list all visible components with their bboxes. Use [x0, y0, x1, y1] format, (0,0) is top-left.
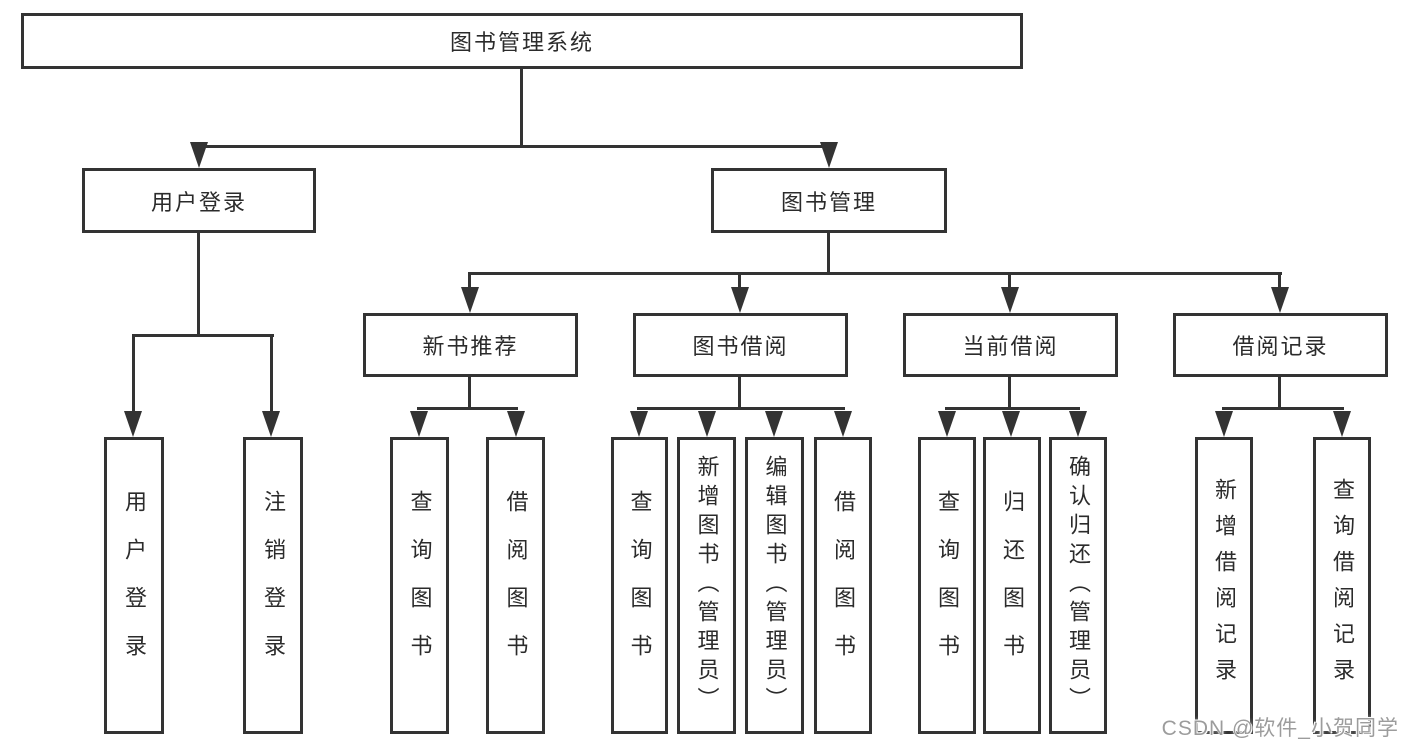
arrow-down-icon: [834, 411, 852, 437]
node-borrowing-records: 借阅记录: [1173, 313, 1388, 377]
leaf-bb-borrow-books: 借阅图书: [814, 437, 872, 734]
leaf-nb-query-books: 查询图书: [390, 437, 449, 734]
leaf-rec-query-borrow-record: 查询借阅记录: [1313, 437, 1371, 734]
connector-records-rail: [1222, 407, 1344, 410]
arrow-down-icon: [507, 411, 525, 437]
connector-book-borrowing-rail: [637, 407, 845, 410]
leaf-bb-query-books: 查询图书: [611, 437, 668, 734]
leaf-nb-borrow-books: 借阅图书: [486, 437, 545, 734]
connector-book-management-stem: [827, 233, 830, 275]
arrow-down-icon: [461, 287, 479, 313]
connector-current-borrowing-stem: [1008, 377, 1011, 410]
leaf-user-login: 用户登录: [104, 437, 164, 734]
connector-drop-line: [1008, 272, 1011, 292]
arrow-down-icon: [1215, 411, 1233, 437]
connector-drop-line: [468, 272, 471, 292]
connector-new-book-stem: [468, 377, 471, 410]
csdn-watermark: CSDN @软件_小贺同学: [1161, 717, 1399, 740]
node-current-borrowing: 当前借阅: [903, 313, 1118, 377]
connector-drop-line: [132, 334, 135, 414]
arrow-down-icon: [262, 411, 280, 437]
leaf-cb-confirm-return-admin: 确认归还（管理员）: [1049, 437, 1107, 734]
leaf-logout: 注销登录: [243, 437, 303, 734]
arrow-down-icon: [190, 142, 208, 168]
arrow-down-icon: [410, 411, 428, 437]
node-user-login: 用户登录: [82, 168, 316, 233]
leaf-bb-add-books-admin: 新增图书（管理员）: [677, 437, 736, 734]
arrow-down-icon: [1001, 287, 1019, 313]
arrow-down-icon: [820, 142, 838, 168]
leaf-cb-return-books: 归还图书: [983, 437, 1041, 734]
connector-records-stem: [1278, 377, 1281, 410]
connector-new-book-rail: [417, 407, 518, 410]
leaf-rec-add-borrow-record: 新增借阅记录: [1195, 437, 1253, 734]
arrow-down-icon: [938, 411, 956, 437]
connector-current-borrowing-rail: [945, 407, 1080, 410]
arrow-down-icon: [630, 411, 648, 437]
connector-level3-rail: [468, 272, 1282, 275]
arrow-down-icon: [1002, 411, 1020, 437]
connector-drop-line: [1278, 272, 1281, 292]
connector-drop-line: [738, 272, 741, 292]
connector-root-stem: [520, 68, 523, 148]
arrow-down-icon: [1271, 287, 1289, 313]
node-library-management-system: 图书管理系统: [21, 13, 1023, 69]
leaf-cb-query-books: 查询图书: [918, 437, 976, 734]
arrow-down-icon: [765, 411, 783, 437]
connector-drop-line: [270, 334, 273, 414]
arrow-down-icon: [124, 411, 142, 437]
arrow-down-icon: [698, 411, 716, 437]
connector-book-borrowing-stem: [738, 377, 741, 410]
arrow-down-icon: [1069, 411, 1087, 437]
node-new-book-recommend: 新书推荐: [363, 313, 578, 377]
leaf-bb-edit-books-admin: 编辑图书（管理员）: [745, 437, 804, 734]
connector-user-login-stem: [197, 233, 200, 337]
node-book-borrowing: 图书借阅: [633, 313, 848, 377]
arrow-down-icon: [731, 287, 749, 313]
connector-user-login-rail: [132, 334, 274, 337]
connector-level2-rail: [197, 145, 831, 148]
arrow-down-icon: [1333, 411, 1351, 437]
node-book-management: 图书管理: [711, 168, 947, 233]
